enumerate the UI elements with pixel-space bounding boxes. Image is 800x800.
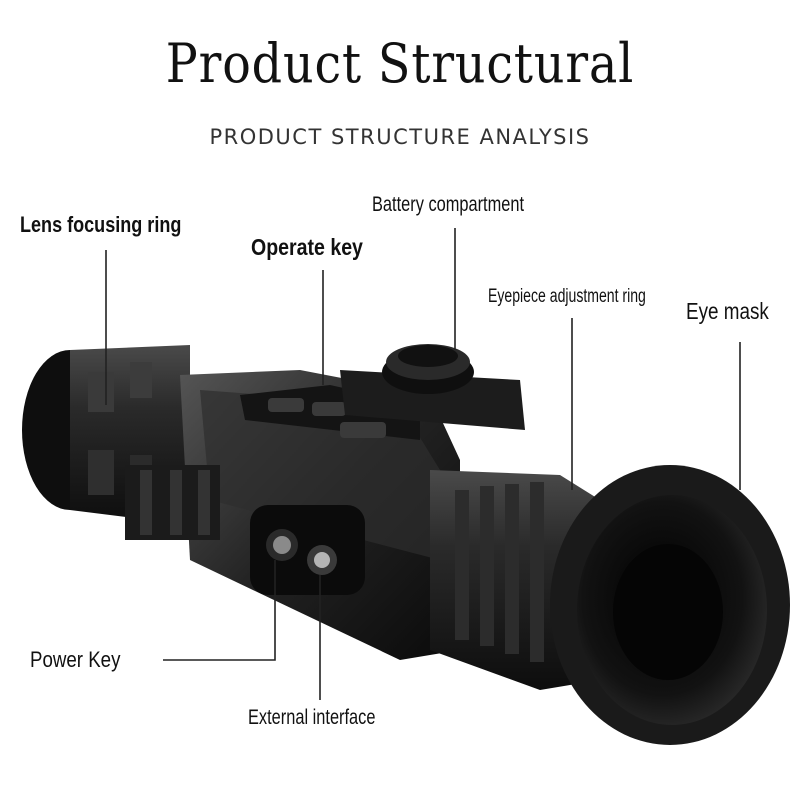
leader-lines — [105, 228, 741, 700]
operate-key-3 — [340, 422, 386, 438]
label-battery-compartment: Battery compartment — [372, 193, 525, 216]
label-lens-focusing-ring: Lens focusing ring — [20, 212, 182, 237]
page-title: Product Structural — [165, 32, 635, 95]
power-key-panel — [250, 505, 365, 595]
label-eye-mask: Eye mask — [686, 298, 769, 324]
battery-compartment-plate — [340, 370, 525, 430]
monocular-device — [22, 344, 790, 745]
operate-key-2 — [312, 402, 346, 416]
label-external-interface: External interface — [248, 706, 376, 729]
label-power-key: Power Key — [30, 647, 121, 672]
page-subtitle: PRODUCT STRUCTURE ANALYSIS — [209, 125, 591, 149]
label-eyepiece-adjustment-ring: Eyepiece adjustment ring — [488, 286, 646, 307]
focus-ring-slot — [88, 372, 114, 412]
operate-key-1 — [268, 398, 304, 412]
leader-line-power — [163, 560, 276, 661]
label-operate-key: Operate key — [251, 234, 363, 260]
